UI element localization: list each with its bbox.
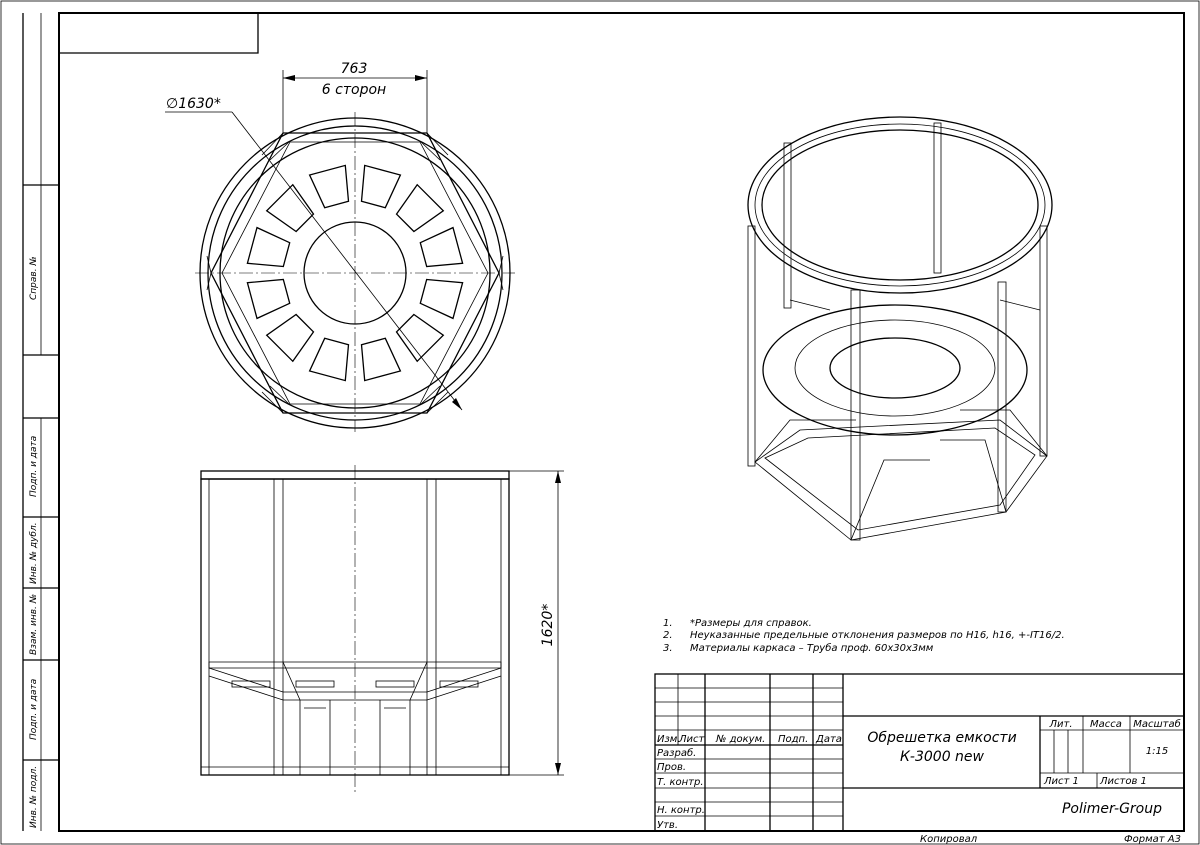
side-stamp: Справ. № Подп. и дата Инв. № дубл. Взам.… <box>29 256 39 828</box>
note-2-num: 2. <box>663 630 673 641</box>
sheet-count: Листов 1 <box>1099 776 1147 787</box>
footer-copied: Копировал <box>920 834 978 845</box>
header-dokum: № докум. <box>715 734 765 745</box>
note-1-text: *Размеры для справок. <box>690 618 812 629</box>
role-razrab: Разраб. <box>657 747 696 759</box>
top-view <box>165 70 515 432</box>
note-3-num: 3. <box>663 643 673 654</box>
label-lit: Лит. <box>1048 719 1072 730</box>
disc-slot <box>360 164 402 209</box>
disc-slot <box>246 278 291 320</box>
front-post-right <box>426 478 437 776</box>
front-post-left <box>273 478 284 776</box>
disc-slot <box>419 278 464 320</box>
role-t-kontr: Т. контр. <box>657 777 704 788</box>
role-n-kontr: Н. контр. <box>657 805 705 816</box>
dimension-side-length: 763 <box>341 61 368 77</box>
header-data: Дата <box>815 734 842 745</box>
disc-slot <box>395 313 445 363</box>
label-masshtab: Масштаб <box>1133 718 1181 730</box>
footer-format: Формат А3 <box>1124 834 1181 845</box>
title-line-2: К-3000 new <box>900 749 985 765</box>
disc-slot <box>360 337 402 382</box>
side-label-inv-dubl: Инв. № дубл. <box>29 522 39 584</box>
disc-slot <box>395 183 445 233</box>
dimension-height: 1620* <box>540 604 556 647</box>
disc-slot <box>308 337 350 382</box>
front-view <box>200 465 564 795</box>
disc-slot <box>419 226 464 268</box>
company-name: Polimer-Group <box>1062 801 1162 817</box>
side-label-sprav: Справ. № <box>29 256 39 300</box>
title-line-1: Обрешетка емкости <box>867 730 1016 746</box>
title-block-text: Изм. Лист № докум. Подп. Дата Разраб. Пр… <box>657 718 1181 831</box>
isometric-view <box>747 116 1053 541</box>
dimension-side-note: 6 сторон <box>322 82 386 98</box>
scale-value: 1:15 <box>1146 746 1168 757</box>
role-prov: Пров. <box>657 762 686 773</box>
header-list: Лист <box>678 734 706 745</box>
header-podp: Подп. <box>778 734 808 745</box>
notes: 1. *Размеры для справок. 2. Неуказанные … <box>663 618 1065 654</box>
disc-slot <box>265 183 315 233</box>
header-izm: Изм. <box>657 734 681 745</box>
label-massa: Масса <box>1090 719 1122 730</box>
role-utv: Утв. <box>657 820 678 831</box>
disc-slot <box>246 226 291 268</box>
title-block <box>654 673 1185 832</box>
side-label-podp-data-2: Подп. и дата <box>29 679 39 740</box>
disc-slot <box>308 164 350 209</box>
disc-slot <box>265 313 315 363</box>
side-label-podp-data-1: Подп. и дата <box>29 436 39 497</box>
side-label-vzam-inv: Взам. инв. № <box>29 594 39 655</box>
note-3-text: Материалы каркаса – Труба проф. 60x30x3м… <box>690 642 934 654</box>
disc-slots <box>246 164 464 382</box>
note-1-num: 1. <box>663 618 673 629</box>
note-2-text: Неуказанные предельные отклонения размер… <box>690 630 1065 641</box>
side-label-inv-podl: Инв. № подл. <box>29 766 39 828</box>
dimension-diameter: ∅1630* <box>166 96 221 112</box>
sheet-number: Лист 1 <box>1043 776 1079 787</box>
